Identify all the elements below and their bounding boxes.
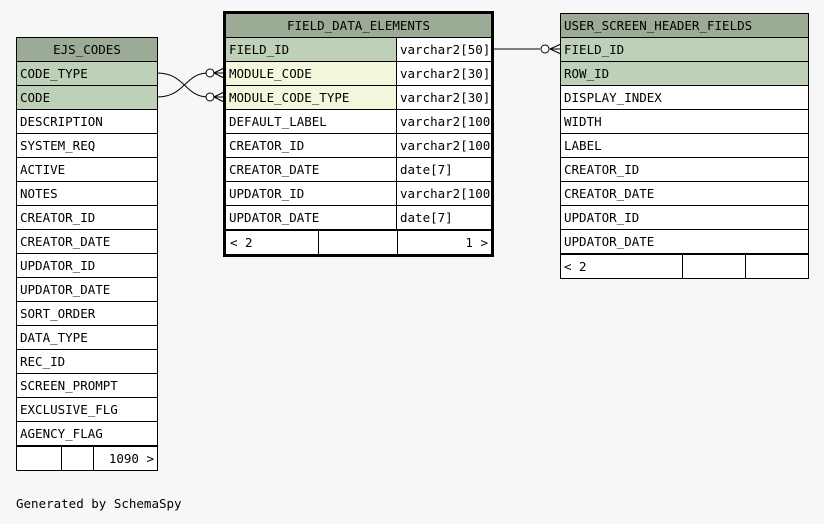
column-row[interactable]: LABEL — [561, 134, 808, 158]
column-row[interactable]: CREATOR_DATE — [17, 230, 157, 254]
relationship-code-type — [156, 72, 209, 98]
column-name: DISPLAY_INDEX — [564, 90, 662, 105]
column-name: FIELD_ID — [564, 42, 625, 57]
column-name: SCREEN_PROMPT — [20, 378, 118, 393]
column-row[interactable]: ROW_ID — [561, 62, 808, 86]
column-name: UPDATOR_DATE — [229, 210, 320, 225]
column-row[interactable]: CREATOR_ID varchar2[100] — [226, 134, 491, 158]
footer-columns — [682, 255, 745, 278]
column-type: varchar2[50] — [396, 38, 491, 61]
column-type: varchar2[100] — [396, 182, 491, 205]
column-name: WIDTH — [564, 114, 602, 129]
column-row[interactable]: DEFAULT_LABEL varchar2[100] — [226, 110, 491, 134]
column-row[interactable]: CREATOR_DATE date[7] — [226, 158, 491, 182]
column-name: UPDATOR_DATE — [20, 282, 111, 297]
column-row[interactable]: DATA_TYPE — [17, 326, 157, 350]
table-footer: < 2 1 > — [226, 230, 491, 254]
column-name: UPDATOR_ID — [229, 186, 305, 201]
footer-children[interactable]: 1 > — [397, 231, 491, 254]
column-row[interactable]: CREATOR_ID — [561, 158, 808, 182]
column-name: CREATOR_DATE — [564, 186, 655, 201]
column-name: UPDATOR_DATE — [564, 234, 655, 249]
optional-marker — [540, 44, 550, 54]
column-row[interactable]: DESCRIPTION — [17, 110, 157, 134]
column-row[interactable]: CREATOR_ID — [17, 206, 157, 230]
footer-parents[interactable]: < 2 — [564, 259, 587, 274]
column-row[interactable]: UPDATOR_ID — [17, 254, 157, 278]
column-row[interactable]: AGENCY_FLAG — [17, 422, 157, 446]
column-row[interactable]: UPDATOR_ID — [561, 206, 808, 230]
column-row[interactable]: MODULE_CODE varchar2[30] — [226, 62, 491, 86]
column-row[interactable]: CREATOR_DATE — [561, 182, 808, 206]
table-title[interactable]: FIELD_DATA_ELEMENTS — [226, 14, 491, 38]
column-name: EXCLUSIVE_FLG — [20, 402, 118, 417]
relationship-code — [156, 72, 209, 98]
column-row[interactable]: REC_ID — [17, 350, 157, 374]
optional-marker — [205, 92, 215, 102]
footer-columns — [61, 447, 93, 470]
column-row[interactable]: DISPLAY_INDEX — [561, 86, 808, 110]
column-row[interactable]: UPDATOR_DATE — [17, 278, 157, 302]
column-type: date[7] — [396, 158, 491, 181]
column-name: REC_ID — [20, 354, 66, 369]
column-row[interactable]: UPDATOR_DATE date[7] — [226, 206, 491, 230]
optional-marker — [205, 68, 215, 78]
column-row[interactable]: EXCLUSIVE_FLG — [17, 398, 157, 422]
footer-children — [745, 255, 808, 278]
column-name: ROW_ID — [564, 66, 610, 81]
column-name: SYSTEM_REQ — [20, 138, 96, 153]
footer-parents[interactable]: < 2 — [230, 235, 253, 250]
column-name: CODE_TYPE — [20, 66, 88, 81]
column-type: varchar2[100] — [396, 110, 491, 133]
column-row[interactable]: FIELD_ID varchar2[50] — [226, 38, 491, 62]
column-row[interactable]: FIELD_ID — [561, 38, 808, 62]
table-footer: 1090 > — [17, 446, 157, 470]
column-name: LABEL — [564, 138, 602, 153]
table-ejs-codes[interactable]: EJS_CODES CODE_TYPE CODE DESCRIPTION SYS… — [16, 37, 158, 471]
table-title[interactable]: EJS_CODES — [17, 38, 157, 62]
column-name: AGENCY_FLAG — [20, 426, 103, 441]
column-name: DESCRIPTION — [20, 114, 103, 129]
column-name: UPDATOR_ID — [564, 210, 640, 225]
column-row[interactable]: SYSTEM_REQ — [17, 134, 157, 158]
table-footer: < 2 — [561, 254, 808, 278]
table-field-data-elements[interactable]: FIELD_DATA_ELEMENTS FIELD_ID varchar2[50… — [223, 11, 494, 257]
column-row[interactable]: CODE_TYPE — [17, 62, 157, 86]
column-name: CREATOR_DATE — [20, 234, 111, 249]
column-name: CREATOR_ID — [564, 162, 640, 177]
column-row[interactable]: CODE — [17, 86, 157, 110]
column-name: DATA_TYPE — [20, 330, 88, 345]
column-name: ACTIVE — [20, 162, 66, 177]
table-title[interactable]: USER_SCREEN_HEADER_FIELDS — [561, 14, 808, 38]
column-name: DEFAULT_LABEL — [229, 114, 327, 129]
column-row[interactable]: UPDATOR_DATE — [561, 230, 808, 254]
column-name: SORT_ORDER — [20, 306, 96, 321]
column-row[interactable]: MODULE_CODE_TYPE varchar2[30] — [226, 86, 491, 110]
column-name: NOTES — [20, 186, 58, 201]
column-name: FIELD_ID — [229, 42, 290, 57]
column-row[interactable]: NOTES — [17, 182, 157, 206]
generated-by-label: Generated by SchemaSpy — [16, 496, 182, 511]
column-row[interactable]: SORT_ORDER — [17, 302, 157, 326]
column-type: varchar2[100] — [396, 134, 491, 157]
column-name: CREATOR_ID — [20, 210, 96, 225]
column-name: MODULE_CODE — [229, 66, 312, 81]
column-name: CREATOR_DATE — [229, 162, 320, 177]
column-row[interactable]: SCREEN_PROMPT — [17, 374, 157, 398]
footer-children[interactable]: 1090 > — [93, 447, 157, 470]
column-type: varchar2[30] — [396, 62, 491, 85]
column-name: CREATOR_ID — [229, 138, 305, 153]
column-type: varchar2[30] — [396, 86, 491, 109]
table-user-screen-header-fields[interactable]: USER_SCREEN_HEADER_FIELDS FIELD_ID ROW_I… — [560, 13, 809, 279]
column-row[interactable]: ACTIVE — [17, 158, 157, 182]
column-name: UPDATOR_ID — [20, 258, 96, 273]
column-name: MODULE_CODE_TYPE — [229, 90, 350, 105]
column-row[interactable]: WIDTH — [561, 110, 808, 134]
column-row[interactable]: UPDATOR_ID varchar2[100] — [226, 182, 491, 206]
column-name: CODE — [20, 90, 51, 105]
footer-columns — [318, 231, 397, 254]
footer-parents — [17, 447, 61, 470]
column-type: date[7] — [396, 206, 491, 229]
